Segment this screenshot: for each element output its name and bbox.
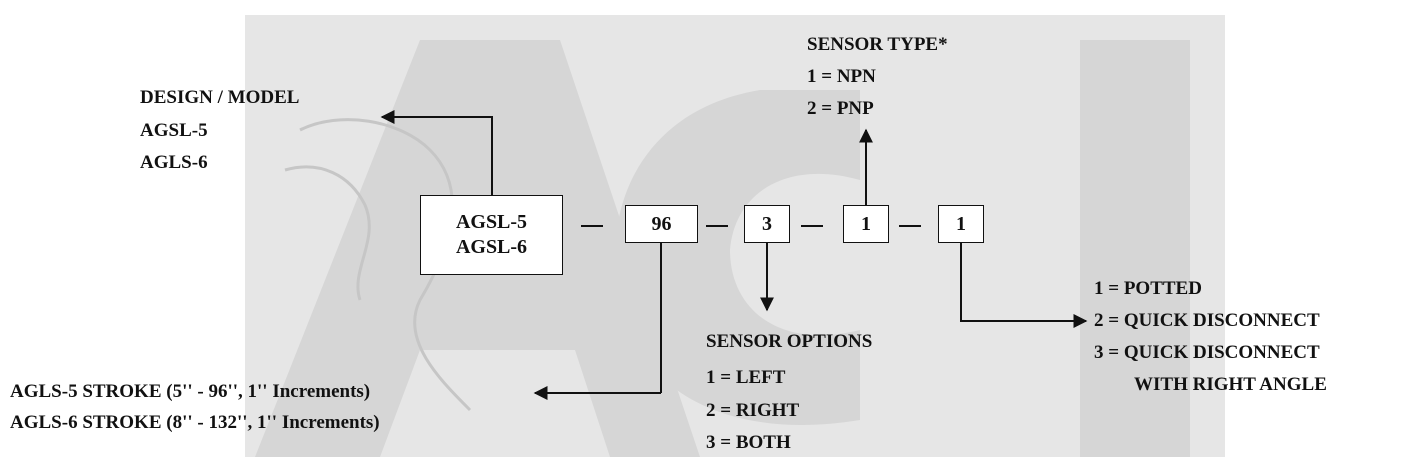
stroke-code-value: 96 xyxy=(651,212,672,235)
termination-code-value: 1 xyxy=(956,212,966,235)
sensor-options-item: 1 = LEFT xyxy=(706,367,786,388)
separator-dash xyxy=(801,225,823,227)
separator-dash xyxy=(899,225,921,227)
termination-item: 2 = QUICK DISCONNECT xyxy=(1094,310,1320,331)
separator-dash xyxy=(706,225,728,227)
sensor-type-item: 1 = NPN xyxy=(807,66,876,87)
sensor-option-code-value: 3 xyxy=(762,212,772,235)
termination-code-box: 1 xyxy=(938,205,984,243)
model-code-line2: AGSL-6 xyxy=(455,236,528,258)
stroke-item: AGLS-5 STROKE (5'' - 96'', 1'' Increment… xyxy=(10,381,371,402)
sensor-type-item: 2 = PNP xyxy=(807,98,874,119)
sensor-type-title: SENSOR TYPE* xyxy=(807,34,948,55)
sensor-options-title: SENSOR OPTIONS xyxy=(706,331,873,352)
sensor-option-code-box: 3 xyxy=(744,205,790,243)
model-code-line1: AGSL-5 xyxy=(455,211,528,233)
termination-arrow xyxy=(960,243,1088,328)
termination-item: 1 = POTTED xyxy=(1094,278,1202,299)
sensor-type-code-box: 1 xyxy=(843,205,889,243)
sensor-options-item: 3 = BOTH xyxy=(706,432,791,453)
sensor-options-item: 2 = RIGHT xyxy=(706,400,800,421)
termination-item: WITH RIGHT ANGLE xyxy=(1134,374,1327,395)
sensor-type-code-value: 1 xyxy=(861,212,871,235)
design-model-item: AGLS-6 xyxy=(140,152,208,173)
separator-dash xyxy=(581,225,603,227)
termination-item: 3 = QUICK DISCONNECT xyxy=(1094,342,1320,363)
design-model-title: DESIGN / MODEL xyxy=(140,87,300,108)
stroke-code-box: 96 xyxy=(625,205,698,243)
stroke-item: AGLS-6 STROKE (8'' - 132'', 1'' Incremen… xyxy=(10,412,380,433)
design-model-item: AGSL-5 xyxy=(140,120,208,141)
model-code-box: AGSL-5 AGSL-6 xyxy=(420,195,563,275)
model-arrow xyxy=(380,110,493,195)
